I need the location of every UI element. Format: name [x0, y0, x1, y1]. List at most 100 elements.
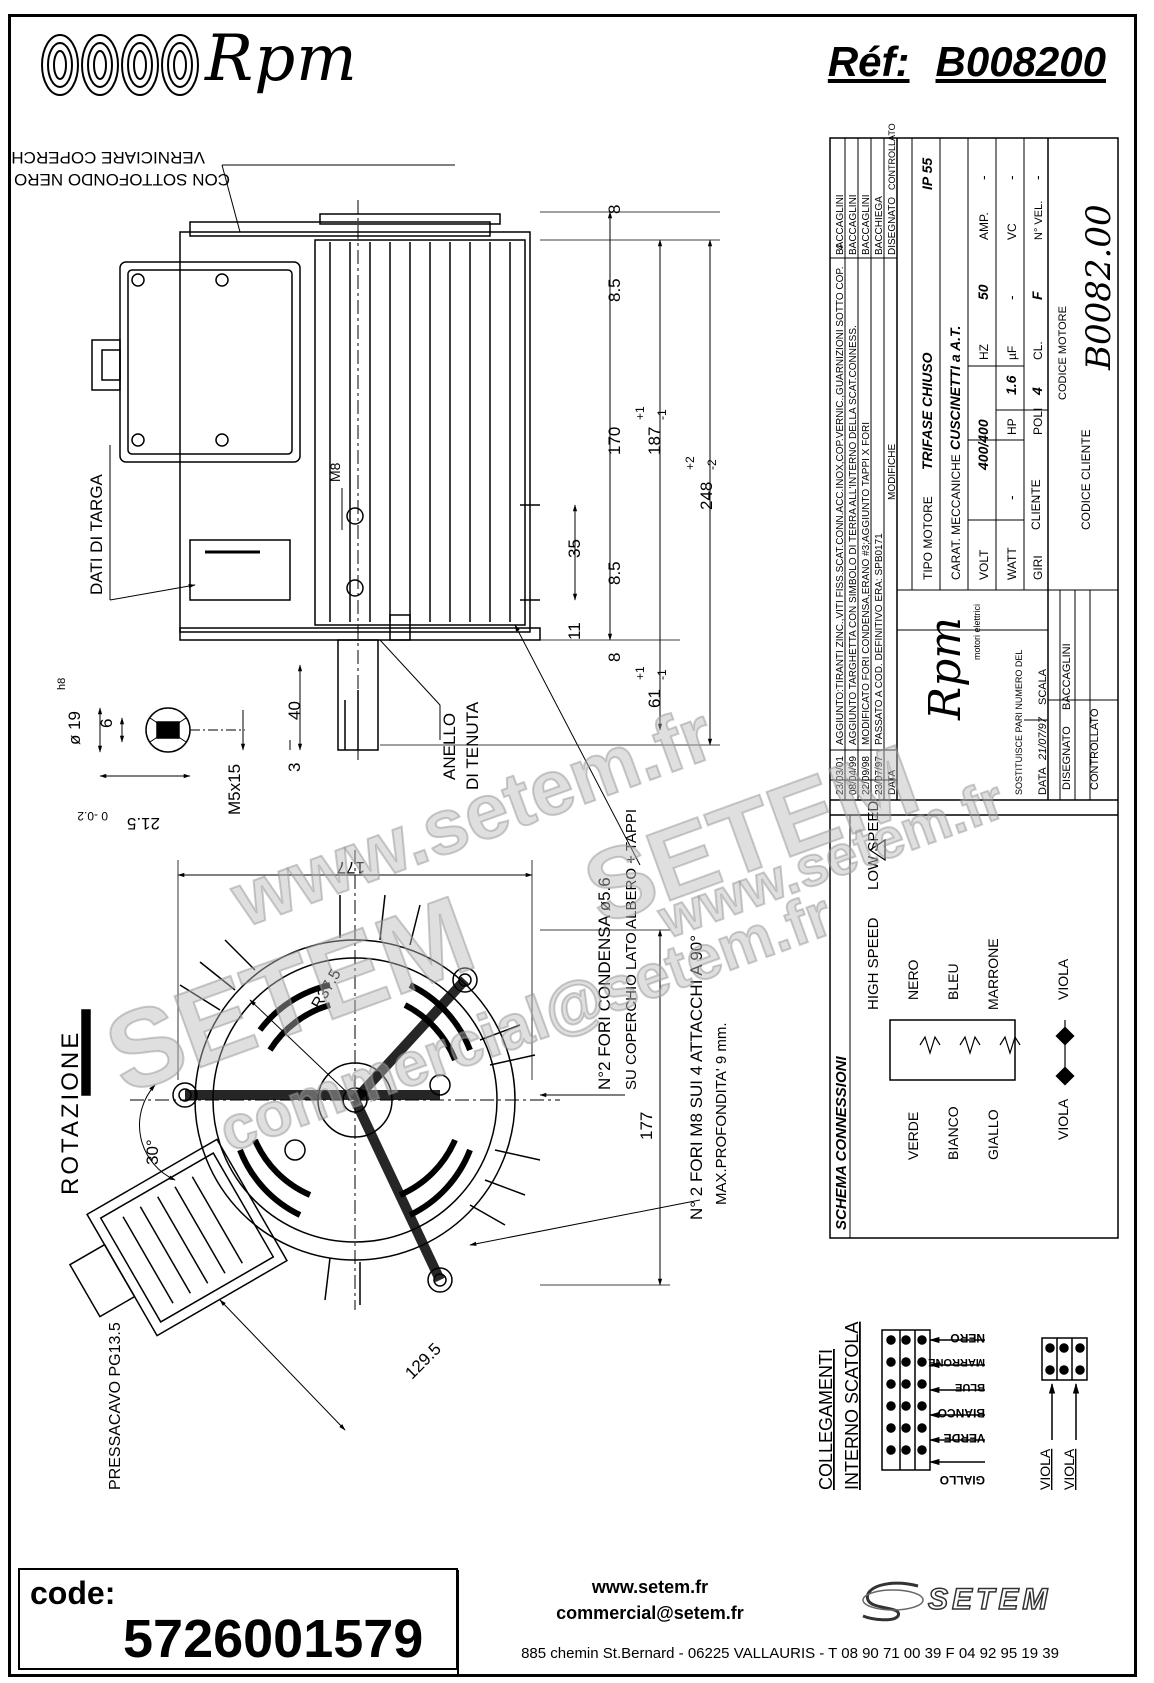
viola-label-right: VIOLA	[1055, 958, 1071, 1000]
dati-targa-label: DATI DI TARGA	[87, 473, 106, 595]
terminal-connections-text: COLLEGAMENTI INTERNO SCATOLA NERO MARRON…	[816, 1322, 1077, 1490]
terminal-connections	[881, 1329, 1088, 1471]
rev-dis-4: BACCAGLINI	[835, 194, 846, 255]
dim-61: 61	[645, 689, 664, 708]
angle-30-label: 30°	[143, 1139, 162, 1165]
ip-rating: IP 55	[919, 158, 935, 190]
cl-label: CL.	[1031, 341, 1045, 360]
top-note-2: CON SOTTOFONDO NERO	[14, 170, 230, 189]
dim-177-side: 177	[637, 1112, 656, 1140]
dim-35: 35	[565, 539, 584, 558]
marrone-label: MARRONE	[985, 938, 1001, 1010]
disegnato-value: BACCAGLINI	[1061, 643, 1073, 710]
dim-8-5-bot: 8.5	[605, 561, 624, 585]
sostituisce-label: SOSTITUISCE PARI NUMERO DEL	[1014, 650, 1024, 795]
code-label: code:	[30, 1575, 116, 1611]
anello-label-1: ANELLO	[440, 713, 459, 780]
front-view-labels: 177 177 R37.5 ROTAZIONE 30° PRESSACAVO P…	[57, 809, 730, 1490]
hz-label: HZ	[977, 344, 991, 360]
poli-label: POLI	[1031, 408, 1045, 435]
amp-label: AMP.	[977, 212, 991, 240]
footer-website[interactable]: www.setem.fr	[591, 1577, 709, 1597]
dim-187-tol-plus: +1	[633, 406, 647, 420]
reference-number: Réf: B008200	[828, 38, 1106, 86]
dim-6: 6	[97, 719, 116, 728]
cliente-label: CLIENTE	[1029, 479, 1043, 530]
dim-8-bot: 8	[605, 653, 624, 662]
dim-248: 248	[697, 482, 716, 510]
viola-terminal-1: VIOLA	[1037, 1448, 1053, 1490]
carat-value: CUSCINETTI a A.T.	[947, 326, 963, 450]
disegnato-label: DISEGNATO	[1061, 726, 1073, 790]
rev-dis-2: BACCAGLINI	[861, 194, 872, 255]
ref-label: Réf:	[827, 38, 910, 85]
rev-header-disegnato: DISEGNATO	[887, 197, 898, 255]
low-speed-label: LOW SPEED	[865, 801, 882, 890]
dim-187-tol-minus: -1	[655, 409, 669, 420]
dim-3: 3	[285, 763, 304, 772]
side-view-labels: VERNICIARE COPERCHI CON SOTTOFONDO NERO …	[7, 148, 719, 833]
dim-170: 170	[605, 427, 624, 455]
collegamenti-title-2: INTERNO SCATOLA	[842, 1322, 862, 1490]
wire-bianco: BIANCO	[938, 1406, 985, 1420]
rotazione-label: ROTAZIONE	[57, 1030, 84, 1195]
company-logo-text: Rpm	[920, 617, 971, 721]
anello-label-2: DI TENUTA	[463, 701, 482, 790]
viola-terminal-2: VIOLA	[1061, 1448, 1077, 1490]
ref-value: B008200	[935, 38, 1106, 85]
dim-21-5-tol: 0 -0.2	[77, 809, 108, 823]
cl-value: F	[1029, 291, 1045, 300]
dim-187: 187	[645, 427, 664, 455]
nero-label: NERO	[905, 959, 921, 1000]
dim-11: 11	[565, 622, 584, 640]
rev-dis-1: BACCHIEGA	[874, 196, 885, 255]
high-speed-label: HIGH SPEED	[865, 917, 882, 1010]
rev-header-controllato: CONTROLLATO	[887, 123, 897, 190]
rev-data-4: 23/03/01	[835, 756, 846, 795]
codice-motore-value: B0082.00	[1079, 204, 1119, 371]
bianco-label: BIANCO	[945, 1106, 961, 1160]
rev-mod-1: PASSATO A COD. DEFINITIVO ERA: SPB0171	[874, 533, 885, 745]
fori-m8-2: MAX.PROFONDITA' 9 mm.	[713, 1022, 730, 1205]
rev-ind-4: 4	[835, 244, 846, 250]
front-view	[68, 624, 701, 1431]
uf-label: µF	[1005, 346, 1019, 360]
wire-blue: BLUE	[955, 1381, 985, 1393]
m5x15-label: M5x15	[225, 764, 244, 815]
title-block-text: 4 23/03/01 AGGIUNTO:TIRANTI ZINC.,VITI F…	[833, 123, 1119, 1230]
rev-data-2: 22/09/98	[861, 756, 872, 795]
footer-email[interactable]: commercial@setem.fr	[556, 1603, 744, 1623]
codice-motore-label: CODICE MOTORE	[1057, 306, 1069, 400]
wire-giallo: GIALLO	[940, 1473, 985, 1487]
viola-label-left: VIOLA	[1055, 1098, 1071, 1140]
side-view	[91, 164, 720, 760]
top-note-1: VERNICIARE COPERCHI	[7, 148, 205, 167]
volt-value: 400/400	[975, 419, 991, 471]
footer-address: 885 chemin St.Bernard - 06225 VALLAURIS …	[521, 1645, 1059, 1662]
dim-40: 40	[285, 701, 304, 720]
watt-value: -	[1003, 495, 1019, 500]
vc-value: -	[1003, 175, 1019, 180]
pressacavo-label: PRESSACAVO PG13.5	[107, 1322, 124, 1490]
rpm-logo-coils	[40, 30, 205, 105]
shaft-diameter: ø 19	[65, 711, 84, 745]
dim-177-top: 177	[337, 858, 365, 877]
verde-label: VERDE	[905, 1112, 921, 1160]
setem-logo-text: SETEM	[927, 1582, 1052, 1617]
wire-marrone: MARRONE	[928, 1356, 985, 1368]
giri-value: -	[1029, 495, 1045, 500]
rev-mod-3: AGGIUNTO TARGHETTA CON SIMBOLO DI TERRA …	[848, 325, 859, 745]
rev-header-modifiche: MODIFICHE	[887, 444, 898, 500]
uf-value: -	[1003, 295, 1019, 300]
rev-mod-4: AGGIUNTO:TIRANTI ZINC.,VITI FISS.SCAT.CO…	[835, 266, 846, 745]
hp-label: HP	[1005, 418, 1019, 435]
fori-condensa-2: SU COPERCHIO LATO ALBERO + TAPPI	[623, 809, 640, 1090]
amp-value: -	[975, 175, 991, 180]
title-block	[829, 137, 1119, 1239]
rev-header-data: DATA	[887, 769, 898, 795]
code-box	[18, 1570, 458, 1670]
wire-verde: VERDE	[944, 1431, 985, 1445]
codice-cliente-label: CODICE CLIENTE	[1079, 429, 1093, 530]
controllato-label: CONTROLLATO	[1089, 708, 1101, 790]
setem-swoosh-icon	[858, 1578, 928, 1627]
